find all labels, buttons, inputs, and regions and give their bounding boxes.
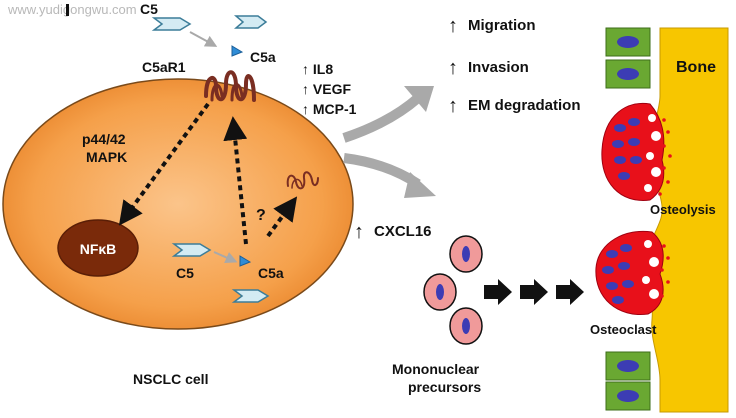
block-arrow-2 xyxy=(520,279,548,305)
nfkb-label: NFκB xyxy=(80,241,117,257)
bone-label: Bone xyxy=(676,59,716,76)
black-mark xyxy=(66,4,69,16)
c5a-inner-icon xyxy=(239,255,252,267)
osteoclast-lower xyxy=(595,230,664,315)
block-arrow-3 xyxy=(556,279,584,305)
grey-arrow-to-precursors xyxy=(343,153,421,189)
watermark: www.yudigongwu.com xyxy=(7,2,137,17)
osteolysis-label: Osteolysis xyxy=(650,202,716,217)
internalized-receptor-icon xyxy=(286,171,319,190)
mapk-label-line1: p44/42 xyxy=(82,131,126,147)
up-arrow-migration: ↑ xyxy=(448,15,458,37)
c5-top-icon xyxy=(151,17,192,31)
cxcl16-label: CXCL16 xyxy=(374,223,432,240)
precursor-cell xyxy=(423,273,457,311)
up-arrow-invasion: ↑ xyxy=(448,57,458,79)
grey-arrow-to-effects xyxy=(342,94,422,143)
mononuclear-label-line1: Mononuclear xyxy=(392,361,480,377)
c5ar1-label: C5aR1 xyxy=(142,59,186,75)
mcp1-label: ↑ MCP-1 xyxy=(302,101,357,117)
precursor-cell xyxy=(449,307,483,345)
nsclc-cell-label: NSCLC cell xyxy=(133,371,208,387)
c5-fragment-icon-bottom xyxy=(231,289,270,303)
migration-label: Migration xyxy=(468,17,536,34)
c5a-inner-label: C5a xyxy=(258,265,284,281)
c5a-top-icon xyxy=(231,45,244,57)
mapk-label-line2: MAPK xyxy=(86,149,127,165)
em-degradation-label: EM degradation xyxy=(468,97,581,114)
il8-label: ↑ IL8 xyxy=(302,61,333,77)
up-arrow-em: ↑ xyxy=(448,95,458,117)
c5-fragment-icon-top xyxy=(233,15,268,29)
bone-lining-cell xyxy=(605,59,651,89)
question-mark: ? xyxy=(256,207,266,224)
nsclc-cell xyxy=(2,78,354,330)
resorption-dots-upper xyxy=(658,118,672,196)
c5-top-label: C5 xyxy=(140,1,158,17)
osteoclast-label: Osteoclast xyxy=(590,322,657,337)
bone-lining-cell xyxy=(605,27,651,57)
arrow-c5a-to-internal xyxy=(266,196,298,238)
up-arrow-cxcl16: ↑ xyxy=(354,221,364,243)
c5-top-cleavage-arrow xyxy=(189,31,218,47)
bone-lining-cell xyxy=(605,381,651,411)
c5-cleavage-arrow xyxy=(213,251,238,264)
c5-inner-label: C5 xyxy=(176,265,194,281)
grey-arrowhead-precursors xyxy=(404,172,436,198)
invasion-label: Invasion xyxy=(468,59,529,76)
c5ar1-receptor-icon xyxy=(204,70,256,102)
nfkb-nucleus xyxy=(57,219,139,277)
c5-inner-icon xyxy=(171,243,212,257)
c5a-top-label: C5a xyxy=(250,49,276,65)
osteoclast-upper xyxy=(601,102,665,201)
block-arrow-1 xyxy=(484,279,512,305)
resorption-dots-lower xyxy=(660,244,670,298)
mononuclear-label-line2: precursors xyxy=(408,379,481,395)
bone-matrix xyxy=(648,27,729,413)
bone-lining-cell xyxy=(605,351,651,381)
arrow-c5a-to-receptor xyxy=(223,116,248,245)
precursor-cell xyxy=(449,235,483,273)
grey-arrowhead-effects xyxy=(404,86,434,112)
vegf-label: ↑ VEGF xyxy=(302,81,351,97)
